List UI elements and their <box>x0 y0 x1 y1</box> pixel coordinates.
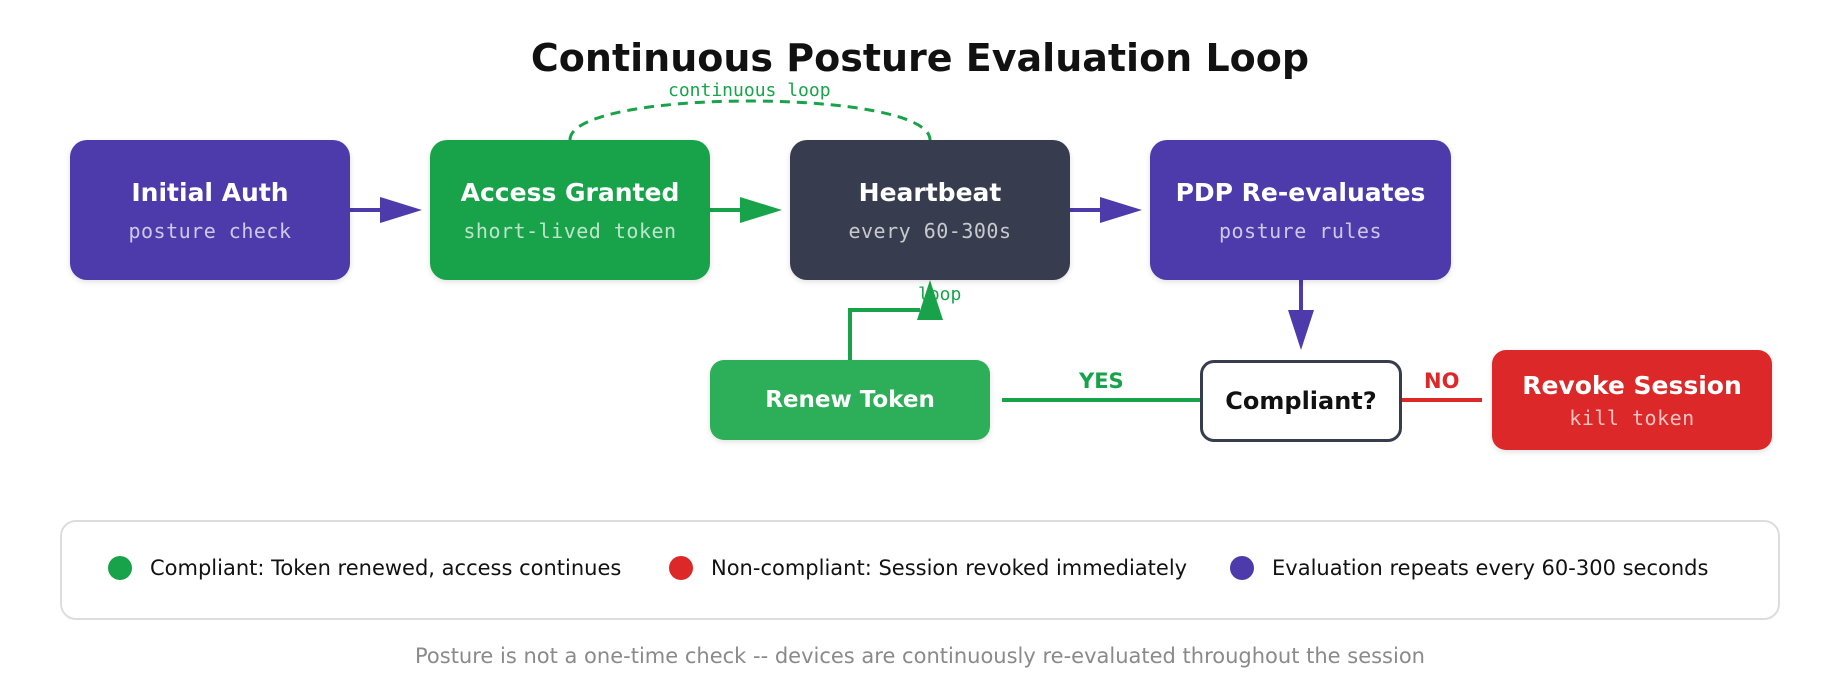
legend-text-noncompliant: Non-compliant: Session revoked immediate… <box>711 556 1188 580</box>
node-initial-auth-label: Initial Auth <box>131 177 289 207</box>
node-renew-token: Renew Token <box>710 360 990 440</box>
node-revoke-sub: kill token <box>1569 405 1695 430</box>
legend-item-evaluation: Evaluation repeats every 60-300 seconds <box>1230 556 1708 580</box>
arrowhead-granted-to-heartbeat <box>740 197 782 223</box>
renew-loop-connector <box>848 308 920 360</box>
node-heartbeat-sub: every 60-300s <box>848 218 1012 243</box>
arrowhead-heartbeat-to-pdp <box>1100 197 1142 223</box>
legend-text-evaluation: Evaluation repeats every 60-300 seconds <box>1272 556 1709 580</box>
node-access-granted-label: Access Granted <box>460 177 680 207</box>
continuous-loop-arc <box>568 99 932 141</box>
node-access-granted: Access Granted short-lived token <box>430 140 710 280</box>
node-pdp-reevaluates: PDP Re-evaluates posture rules <box>1150 140 1451 280</box>
yes-label: YES <box>1079 369 1124 393</box>
node-renew-token-label: Renew Token <box>765 387 935 413</box>
legend-dot-red <box>669 556 693 580</box>
node-pdp-label: PDP Re-evaluates <box>1175 177 1426 207</box>
legend: Compliant: Token renewed, access continu… <box>60 520 1780 620</box>
node-pdp-sub: posture rules <box>1218 218 1383 243</box>
node-initial-auth: Initial Auth posture check <box>70 140 350 280</box>
legend-text-compliant: Compliant: Token renewed, access continu… <box>150 556 622 580</box>
arrowhead-auth-to-granted <box>380 197 422 223</box>
node-heartbeat-label: Heartbeat <box>858 177 1002 207</box>
node-revoke-session: Revoke Session kill token <box>1492 350 1772 450</box>
diagram-title: Continuous Posture Evaluation Loop <box>530 36 1310 80</box>
no-label: NO <box>1424 369 1460 393</box>
legend-dot-green <box>108 556 132 580</box>
node-heartbeat: Heartbeat every 60-300s <box>790 140 1070 280</box>
node-initial-auth-sub: posture check <box>128 218 292 243</box>
node-access-granted-sub: short-lived token <box>463 218 677 243</box>
legend-item-compliant: Compliant: Token renewed, access continu… <box>108 556 621 580</box>
continuous-loop-label: continuous loop <box>668 80 831 101</box>
footnote: Posture is not a one-time check -- devic… <box>414 644 1425 668</box>
node-revoke-label: Revoke Session <box>1522 370 1742 400</box>
loop-label: loop <box>918 284 962 305</box>
legend-item-noncompliant: Non-compliant: Session revoked immediate… <box>669 556 1187 580</box>
renew-loop-arrowhead <box>917 280 943 320</box>
arrowhead-pdp-to-compliant <box>1288 310 1314 350</box>
legend-dot-purple <box>1230 556 1254 580</box>
decision-compliant: Compliant? <box>1200 360 1402 442</box>
